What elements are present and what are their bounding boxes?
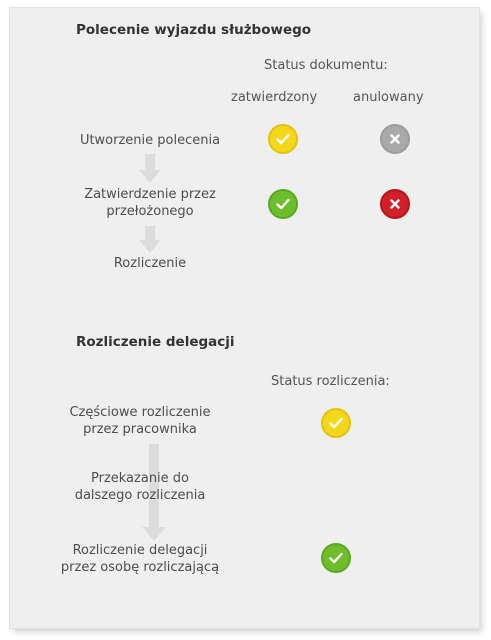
arrow-down-icon: [139, 154, 161, 183]
status-header-settlement: Status rozliczenia:: [271, 374, 390, 389]
step-forward-settlement: Przekazanie do dalszego rozliczenia: [40, 470, 240, 504]
step-label-line1: Utworzenie polecenia: [79, 133, 221, 148]
step-label-line1: Częściowe rozliczenie: [69, 405, 211, 420]
step-partial-settlement: Częściowe rozliczenie przez pracownika: [40, 404, 240, 438]
step-approval: Zatwierdzenie przez przełożonego: [50, 186, 250, 220]
step-create-order: Utworzenie polecenia: [50, 132, 250, 149]
step-label-line2: dalszego rozliczenia: [74, 488, 206, 503]
status-final-green-check-icon: [321, 543, 351, 573]
section-title-settlement: Rozliczenie delegacji: [76, 334, 235, 350]
step-final-settlement: Rozliczenie delegacji przez osobę rozlic…: [40, 542, 240, 576]
status-cancelled-red-x-icon: [380, 189, 410, 219]
arrow-down-icon: [139, 226, 161, 253]
step-label-line2: przez osobę rozliczającą: [60, 560, 220, 575]
column-approved-label: zatwierdzony: [231, 90, 318, 105]
step-label-line1: Rozliczenie: [113, 256, 187, 271]
section-title-order: Polecenie wyjazdu służbowego: [76, 22, 312, 38]
step-label-line2: przełożonego: [106, 204, 194, 219]
status-cancelled-gray-x-icon: [380, 124, 410, 154]
step-label-line2: przez pracownika: [83, 422, 197, 437]
step-settlement: Rozliczenie: [50, 255, 250, 272]
column-cancelled-label: anulowany: [353, 90, 424, 105]
step-label-line1: Zatwierdzenie przez: [84, 187, 216, 202]
step-label-line1: Przekazanie do: [90, 471, 190, 486]
document-flow-panel: Polecenie wyjazdu służbowego Status doku…: [10, 8, 479, 628]
status-header-document: Status dokumentu:: [264, 58, 388, 73]
status-approved-yellow-check-icon: [268, 124, 298, 154]
status-partial-yellow-check-icon: [321, 408, 351, 438]
status-approved-green-check-icon: [268, 189, 298, 219]
step-label-line1: Rozliczenie delegacji: [72, 543, 208, 558]
arrow-down-icon: [142, 444, 166, 541]
